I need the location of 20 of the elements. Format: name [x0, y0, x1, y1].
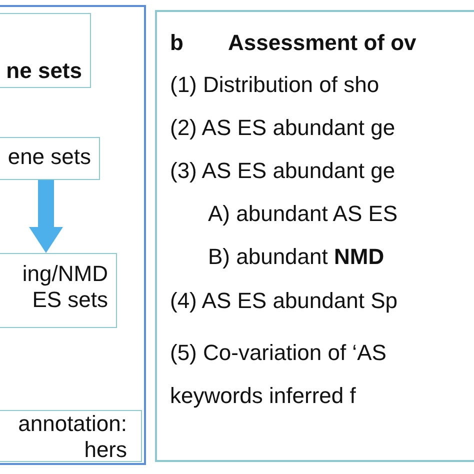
block-arrow — [29, 180, 63, 253]
process-box — [0, 253, 117, 328]
list-item: (3) AS ES abundant ge — [170, 158, 396, 184]
list-item: (4) AS ES abundant Sp — [170, 288, 398, 314]
box-label: ne sets — [6, 58, 82, 84]
list-item: (2) AS ES abundant ge — [170, 115, 396, 141]
panel-frame — [0, 5, 146, 465]
process-box — [0, 137, 100, 180]
list-item: A) abundant AS ES — [208, 201, 398, 227]
panel-heading: Assessment of ov — [228, 30, 416, 56]
text-panel — [155, 10, 474, 462]
box-label: ing/NMD ES sets — [21, 261, 108, 313]
process-box — [0, 13, 91, 88]
box-label: ene sets — [8, 144, 91, 170]
list-item: (1) Distribution of sho — [170, 72, 380, 98]
list-item: B) abundant NMD — [208, 244, 384, 270]
box-label: annotation: hers — [17, 411, 127, 463]
list-item: (5) Co-variation of ‘AS keywords inferred f — [170, 339, 388, 410]
process-box — [0, 410, 142, 462]
panel-letter: b — [170, 30, 184, 56]
